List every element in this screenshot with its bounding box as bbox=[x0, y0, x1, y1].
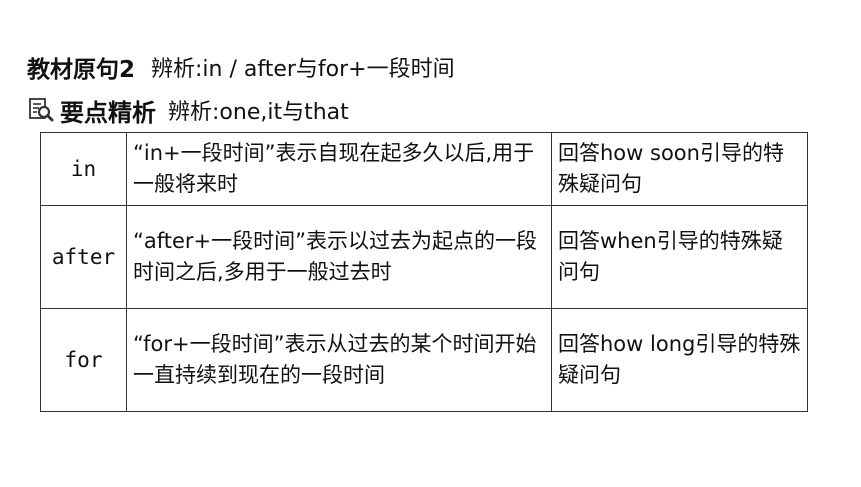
table-row: after “after+一段时间”表示以过去为起点的一段时间之后,多用于一般过… bbox=[40, 205, 808, 309]
usage-cell: “in+一段时间”表示自现在起多久以后,用于一般将来时 bbox=[126, 132, 552, 206]
answer-cell: 回答when引导的特殊疑问句 bbox=[551, 205, 808, 309]
lesson-topic: 辨析:in / after与for+一段时间 bbox=[151, 57, 455, 82]
section-label: 要点精析 bbox=[60, 98, 156, 127]
answer-cell: 回答how soon引导的特殊疑问句 bbox=[551, 132, 808, 206]
comparison-table: in “in+一段时间”表示自现在起多久以后,用于一般将来时 回答how soo… bbox=[40, 132, 808, 412]
lesson-title: 教材原句2 辨析:in / after与for+一段时间 bbox=[27, 50, 455, 84]
answer-cell: 回答how long引导的特殊疑问句 bbox=[551, 308, 808, 412]
word-cell: in bbox=[40, 132, 127, 206]
magnifier-document-icon bbox=[29, 98, 54, 122]
word-cell: after bbox=[40, 205, 127, 309]
section-heading: 要点精析 辨析:one,it与that bbox=[28, 93, 349, 127]
section-topic: 辨析:one,it与that bbox=[168, 100, 349, 125]
usage-cell: “after+一段时间”表示以过去为起点的一段时间之后,多用于一般过去时 bbox=[126, 205, 552, 309]
table-row: for “for+一段时间”表示从过去的某个时间开始一直持续到现在的一段时间 回… bbox=[40, 308, 808, 412]
word-cell: for bbox=[40, 308, 127, 412]
table-row: in “in+一段时间”表示自现在起多久以后,用于一般将来时 回答how soo… bbox=[40, 132, 808, 206]
lesson-label: 教材原句2 bbox=[27, 57, 136, 83]
usage-cell: “for+一段时间”表示从过去的某个时间开始一直持续到现在的一段时间 bbox=[126, 308, 552, 412]
